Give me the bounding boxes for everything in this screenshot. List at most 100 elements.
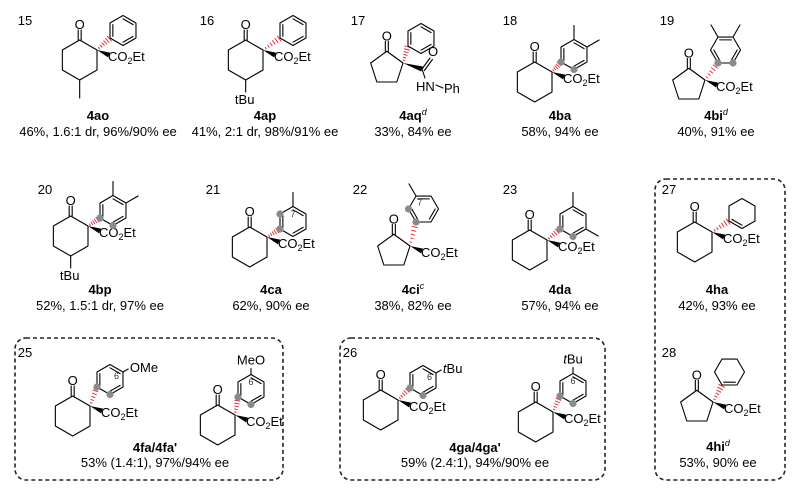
ester-subscript: 2 [744, 408, 749, 418]
hashed-bond [713, 383, 725, 401]
hash-line [234, 402, 240, 405]
compound-id-text: 4bi [704, 108, 723, 123]
hash-line [718, 383, 725, 388]
ester-co: CO [564, 411, 584, 426]
aryl-substituent-label: OMe [130, 360, 158, 375]
dashed-box-entry-26 [339, 337, 606, 481]
ester-et: Et [133, 49, 146, 64]
yield-ee-result: 53% (1.4:1), 97%/94% ee [81, 455, 229, 470]
hashed-bond [402, 45, 412, 62]
inner-double-bond [572, 393, 584, 401]
hash-line [90, 399, 94, 401]
oxygen-text: O [690, 199, 700, 214]
oxygen-text: O [389, 211, 399, 226]
ketone-oxygen-label: O [241, 17, 251, 32]
ketone-oxygen-label: O [68, 373, 78, 388]
ester-subscript: 2 [294, 56, 299, 66]
hash-line [411, 225, 418, 229]
cyclohexanone-ring [61, 39, 98, 81]
entry-number-text: 28 [662, 345, 676, 360]
footnote-superscript: c [420, 281, 425, 291]
hash-line [92, 220, 96, 225]
wedge-bond [267, 237, 280, 245]
footnote-superscript: d [723, 107, 729, 117]
inner-double-bond [713, 49, 721, 61]
footnote-superscript: d [725, 438, 731, 448]
inner-double-bond [572, 376, 584, 384]
ester-label: CO2Et [421, 245, 458, 262]
oxygen-text: O [382, 28, 392, 43]
hash-line [716, 389, 722, 393]
hashed-bond [97, 35, 112, 50]
tbu-bu: Bu [567, 352, 583, 367]
hash-line [716, 226, 719, 231]
entry-number: 19 [660, 13, 674, 28]
entry-number-text: 21 [206, 182, 220, 197]
ester-subscript: 2 [743, 238, 748, 248]
hash-line [715, 392, 720, 396]
cyclopentanone-ring [672, 67, 706, 100]
entry-number: 15 [18, 13, 32, 28]
ester-co: CO [723, 231, 743, 246]
position-number-label: 7 [290, 209, 295, 219]
hash-line [713, 398, 716, 401]
position-number: 7 [290, 209, 295, 219]
ester-co: CO [421, 245, 441, 260]
highlight-dot [556, 225, 564, 233]
ester-subscript: 2 [584, 418, 589, 428]
n-phenyl-bond [435, 84, 444, 89]
hash-line [403, 390, 408, 395]
result-text: 42%, 93% ee [678, 298, 755, 313]
highlight-dot [106, 390, 114, 399]
ester-label: CO2Et [108, 49, 145, 66]
position-number: 7 [417, 198, 422, 208]
inner-double-bond [250, 394, 262, 402]
oxygen-text: O [213, 382, 223, 397]
entry-number-text: 27 [662, 182, 676, 197]
aryl-substituent-label: tBu [563, 352, 583, 367]
inner-double-bond [292, 18, 304, 26]
oxygen-text: O [428, 44, 438, 59]
amide-n-bond [421, 68, 426, 79]
ester-et: Et [748, 231, 761, 246]
compound-id: 4ap [254, 108, 276, 123]
aryl-ring [407, 22, 435, 55]
ester-co: CO [108, 49, 128, 64]
compound-id-text: 4ca [260, 282, 282, 297]
hash-line [401, 392, 406, 397]
ester-et: Et [271, 414, 284, 429]
aryl-substituent-label: tBu [443, 361, 463, 376]
ketone-oxygen-label: O [531, 379, 541, 394]
yield-ee-result: 52%, 1.5:1 dr, 97% ee [36, 298, 164, 313]
tbu-italic-t: t [563, 352, 568, 367]
ester-et: Et [749, 401, 762, 416]
entry-number: 18 [503, 13, 517, 28]
hash-line [713, 229, 716, 232]
inner-double-bond [122, 18, 134, 26]
inner-double-bond [250, 377, 262, 385]
ester-label: CO2Et [246, 414, 283, 431]
ester-co: CO [274, 49, 294, 64]
hash-line [554, 400, 560, 404]
substituent-text: OMe [130, 360, 158, 375]
ester-subscript: 2 [298, 243, 303, 253]
inner-double-bond [292, 209, 304, 217]
benzene-outline [99, 194, 127, 227]
ester-label: CO2Et [723, 231, 760, 248]
hash-line [555, 63, 560, 68]
ester-label: CO2Et [716, 79, 753, 96]
highlight-dot [93, 383, 101, 391]
ketone-oxygen-label: O [684, 45, 694, 60]
ester-co: CO [716, 79, 736, 94]
wedge-bond [552, 72, 565, 80]
compound-id: 4da [549, 282, 572, 297]
ester-et: Et [299, 49, 312, 64]
